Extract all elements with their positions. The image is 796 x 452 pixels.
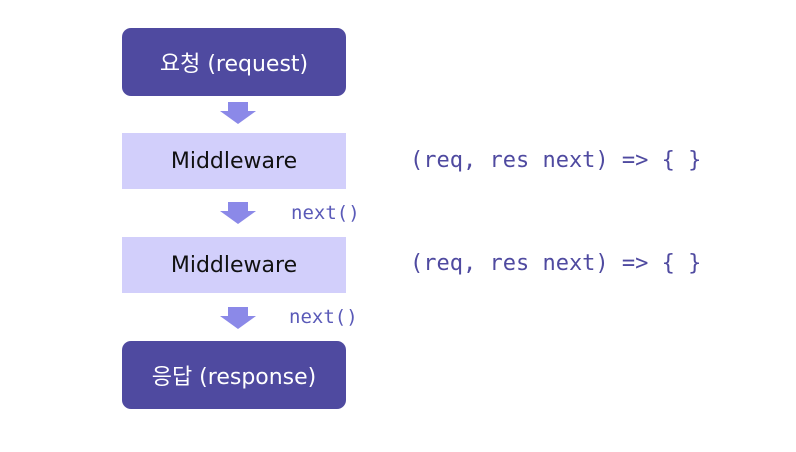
next-call-label-1: next() <box>291 202 360 224</box>
request-label: 요청 (request) <box>159 52 309 77</box>
middleware-node-1: Middleware <box>122 133 346 189</box>
next-call-label-2: next() <box>289 306 358 328</box>
response-label: 응답 (response) <box>151 365 317 390</box>
middleware-node-2: Middleware <box>122 237 346 293</box>
request-node: 요청 (request) <box>122 28 346 96</box>
response-node: 응답 (response) <box>122 341 346 409</box>
handler-signature-2: (req, res next) => { } <box>410 251 702 276</box>
middleware-label-1: Middleware <box>170 148 298 174</box>
down-arrow-icon <box>220 307 256 329</box>
down-arrow-icon <box>220 202 256 224</box>
middleware-label-2: Middleware <box>170 252 298 278</box>
handler-signature-1: (req, res next) => { } <box>410 148 702 173</box>
down-arrow-icon <box>220 102 256 124</box>
